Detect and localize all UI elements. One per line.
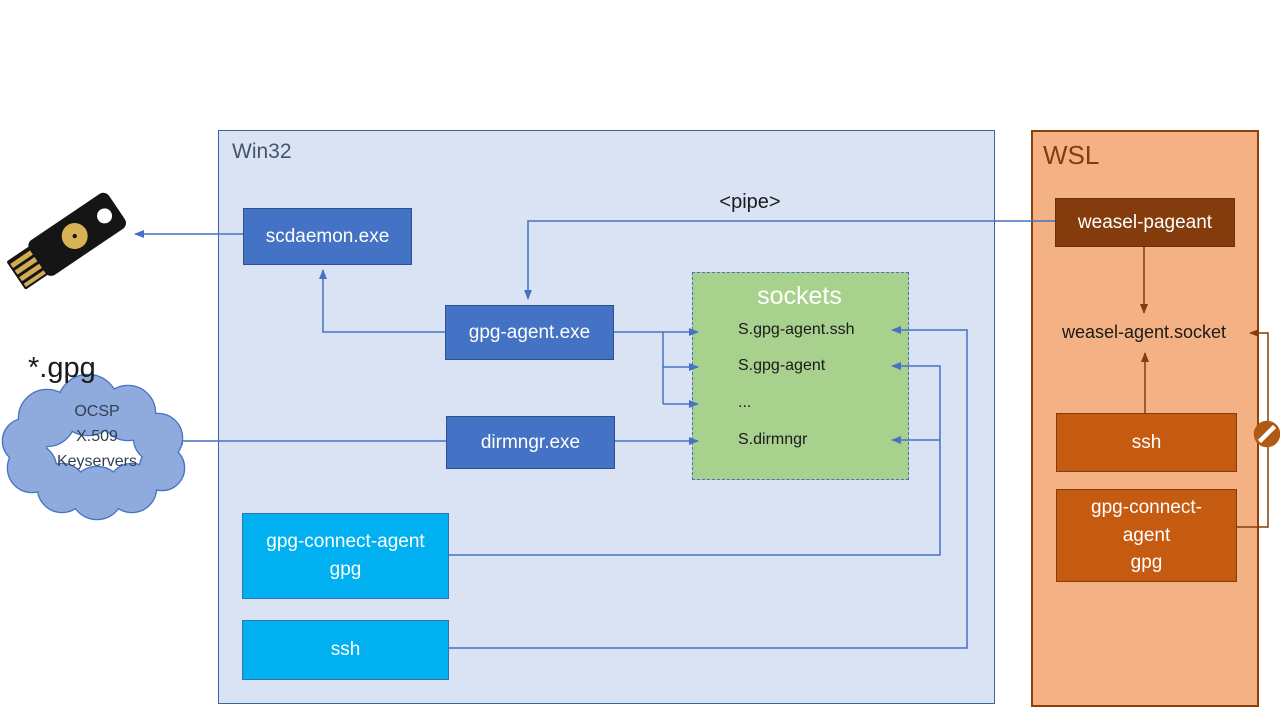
win32-label: Win32 [232,140,292,163]
wsl-label: WSL [1043,140,1100,170]
no-entry-icon [1253,420,1280,448]
gpg-connect-agent-win32-line2: gpg [329,559,362,580]
cloud-label-line3: Keyservers [56,452,138,470]
gpg-connect-agent-wsl-line3: gpg [1130,552,1163,574]
keyservers-cloud [1,373,186,521]
connector-gpgconnect-to-sgpgagent [447,362,941,556]
gpg-files-label: *.gpg [28,352,96,384]
ssh-wsl-label: ssh [1131,431,1162,453]
weasel-pageant-node: weasel-pageant [1055,198,1235,247]
sockets-title: sockets [757,282,842,310]
gpg-connect-agent-wsl-line1: gpg-connect- [1091,497,1202,519]
socket-item-gpg-agent-ssh: S.gpg-agent.ssh [738,321,855,338]
connector-ssh-to-sgpgagentssh [447,326,968,649]
gpg-agent-node: gpg-agent.exe [445,305,614,360]
cloud-label-line2: X.509 [76,427,118,445]
connector-gpgagent-to-scdaemon [319,269,445,333]
connector-pipe [524,220,1055,300]
gpg-connect-agent-wsl-node: gpg-connect- agent gpg [1056,489,1237,582]
sockets-container [692,272,909,480]
ssh-wsl-node: ssh [1056,413,1237,472]
dirmngr-node: dirmngr.exe [446,416,615,469]
weasel-agent-socket-label: weasel-agent.socket [1061,322,1227,342]
socket-item-ellipsis: ... [738,394,752,411]
cloud-label: OCSP X.509 Keyservers [18,400,176,474]
gpg-connect-agent-win32-line1: gpg-connect-agent [266,531,425,553]
socket-item-gpg-agent: S.gpg-agent [738,357,826,374]
socket-item-dirmngr: S.dirmngr [738,431,808,448]
dirmngr-label: dirmngr.exe [480,431,581,453]
ssh-win32-label: ssh [330,639,361,661]
pipe-label: <pipe> [719,191,781,213]
gpg-connect-agent-win32-node: gpg-connect-agent gpg [242,513,449,599]
scdaemon-label: scdaemon.exe [265,225,390,247]
weasel-pageant-label: weasel-pageant [1077,211,1213,233]
cloud-label-line1: OCSP [74,403,120,420]
yubikey-icon [7,192,127,290]
ssh-win32-node: ssh [242,620,449,680]
gpg-agent-label: gpg-agent.exe [468,321,591,343]
gpg-connect-agent-wsl-line2: agent [1122,524,1171,546]
scdaemon-node: scdaemon.exe [243,208,412,265]
